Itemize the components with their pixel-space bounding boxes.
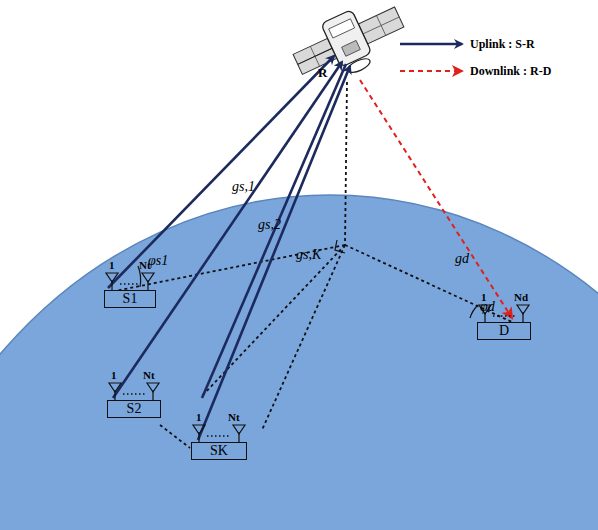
relay-label: R — [318, 66, 327, 79]
satellite — [286, 0, 412, 93]
terminal-name: D — [499, 323, 509, 339]
terminal-box: SK — [191, 442, 247, 460]
antennas — [106, 273, 529, 442]
reference-lines — [105, 82, 512, 448]
terminal-name: S2 — [127, 401, 142, 417]
antenna-index: 1 — [109, 260, 115, 271]
terminal-box: S1 — [104, 290, 156, 308]
terminal-name: S1 — [123, 291, 138, 307]
channel-label: gd — [455, 252, 469, 266]
angle-arc — [470, 305, 478, 318]
terminal-box: S2 — [107, 400, 161, 418]
channel-label: gs,2 — [258, 218, 281, 232]
channel-label: gs,K — [296, 248, 321, 262]
legend-sample — [400, 43, 462, 46]
antenna-index: Nt — [228, 412, 240, 423]
terminal-box: D — [477, 322, 531, 340]
legend-text: Downlink : R-D — [470, 64, 551, 79]
earth — [0, 195, 598, 530]
antenna-index: 1 — [481, 292, 487, 303]
angle-label: φs1 — [148, 254, 168, 268]
right-angle-mark — [335, 240, 345, 253]
uplink-lines — [108, 56, 350, 440]
downlink-line — [360, 80, 512, 318]
channel-label: gs,1 — [232, 180, 255, 194]
antenna-index: 1 — [111, 370, 117, 381]
legend-sample — [400, 70, 462, 72]
antenna-index: 1 — [196, 412, 202, 423]
antenna-index: Nt — [143, 370, 155, 381]
antenna-index: Nt — [139, 260, 151, 271]
legend-text: Uplink : S-R — [470, 37, 535, 52]
terminal-name: SK — [210, 443, 228, 459]
antenna-index: Nd — [514, 292, 528, 303]
